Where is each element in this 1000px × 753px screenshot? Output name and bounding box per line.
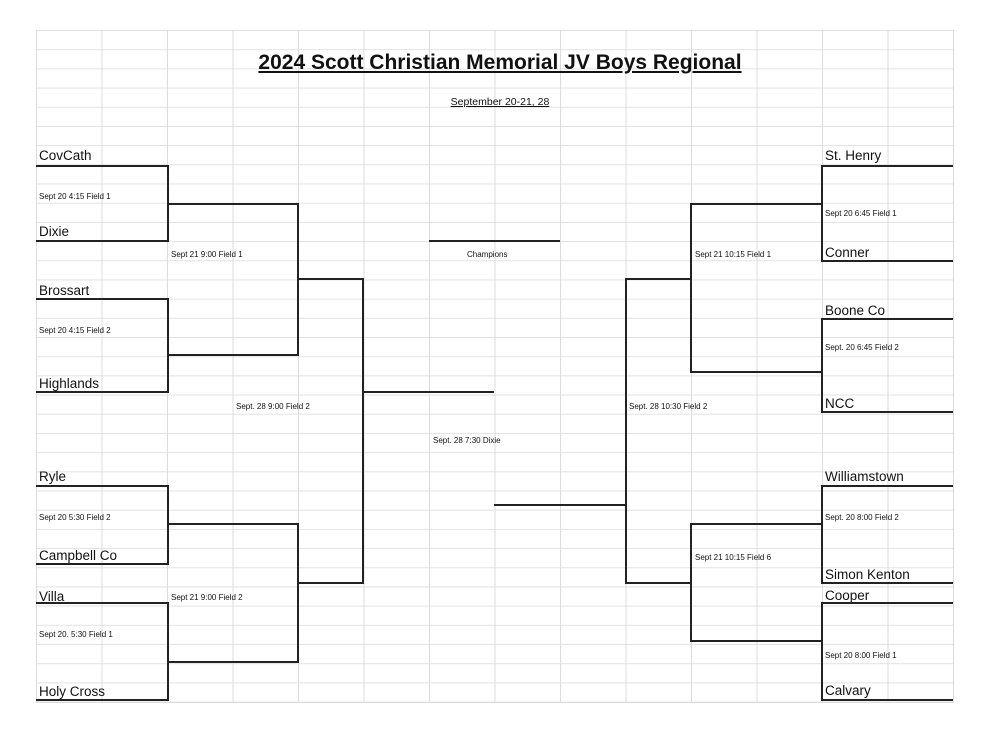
game-left-r2-1: Sept 21 9:00 Field 1 [171,250,243,259]
team-williamstown: Williamstown [825,469,904,484]
bracket-line [821,318,953,320]
bracket-line [821,602,823,701]
bracket-line [36,485,168,487]
bracket-line [36,699,168,701]
bracket-line [821,699,953,701]
game-right-r1-1: Sept 20 6:45 Field 1 [825,209,897,218]
team-villa: Villa [39,589,65,604]
game-right-r2-1: Sept 21 10:15 Field 1 [695,250,772,259]
team-dixie: Dixie [39,224,70,239]
bracket-line [36,240,168,242]
bracket-line [36,165,168,167]
bracket-line [821,260,953,262]
bracket-line [167,354,299,356]
bracket-title: 2024 Scott Christian Memorial JV Boys Re… [258,51,742,74]
bracket-line [36,391,168,393]
game-right-r1-2: Sept. 20 6:45 Field 2 [825,343,899,352]
team-boone-co: Boone Co [825,303,886,318]
game-left-r1-4: Sept 20. 5:30 Field 1 [39,630,113,639]
champions-line [429,240,560,242]
team-st-henry: St. Henry [825,148,882,163]
bracket-line [36,298,168,300]
bracket-line [167,523,299,525]
game-left-r1-2: Sept 20 4:15 Field 2 [39,326,111,335]
bracket-line [821,165,953,167]
bracket-line [362,278,364,584]
bracket-line [167,661,299,663]
team-ryle: Ryle [39,469,67,484]
game-left-r2-2: Sept 21 9:00 Field 2 [171,593,243,602]
bracket-line [821,485,953,487]
game-left-r1-3: Sept 20 5:30 Field 2 [39,513,111,522]
bracket-line [297,523,299,663]
bracket-line [690,203,822,205]
team-brossart: Brossart [39,283,90,298]
bracket-line [625,278,691,280]
bracket-line [36,602,168,604]
bracket-line [821,602,953,604]
game-right-r2-2: Sept 21 10:15 Field 6 [695,553,772,562]
team-ncc: NCC [825,396,855,411]
bracket-line [494,504,626,506]
spreadsheet-grid [36,30,954,703]
game-final: Sept. 28 7:30 Dixie [433,436,501,445]
bracket-line [625,582,691,584]
game-left-semifinal: Sept. 28 9:00 Field 2 [236,402,310,411]
game-right-r1-3: Sept. 20 8:00 Field 2 [825,513,899,522]
bracket-line [297,278,363,280]
champions-label: Champions [467,250,508,259]
team-holy-cross: Holy Cross [39,684,106,699]
bracket-line [297,203,299,356]
team-calvary: Calvary [825,683,871,698]
bracket-line [690,523,822,525]
bracket-line [167,298,169,393]
team-campbell-co: Campbell Co [39,548,118,563]
bracket-line [36,563,168,565]
bracket-line [690,371,822,373]
bracket-line [297,582,363,584]
bracket-line [690,523,692,642]
bracket-line [690,203,692,373]
bracket-line [690,640,822,642]
bracket-line [821,411,953,413]
bracket-line [167,203,299,205]
bracket-line [625,278,627,584]
game-right-semifinal: Sept. 28 10:30 Field 2 [629,402,708,411]
team-cooper: Cooper [825,588,870,603]
game-right-r1-4: Sept 20 8:00 Field 1 [825,651,897,660]
bracket-line [821,485,823,584]
bracket-line [821,582,953,584]
bracket-line [167,485,169,565]
game-left-r1-1: Sept 20 4:15 Field 1 [39,192,111,201]
bracket-line [821,165,823,262]
bracket-line [821,318,823,413]
team-highlands: Highlands [39,376,100,391]
team-covcath: CovCath [39,148,92,163]
team-conner: Conner [825,245,870,260]
team-simon-kenton: Simon Kenton [825,567,910,582]
bracket-subtitle: September 20-21, 28 [450,96,550,108]
bracket-line [362,391,494,393]
bracket-line [167,602,169,701]
